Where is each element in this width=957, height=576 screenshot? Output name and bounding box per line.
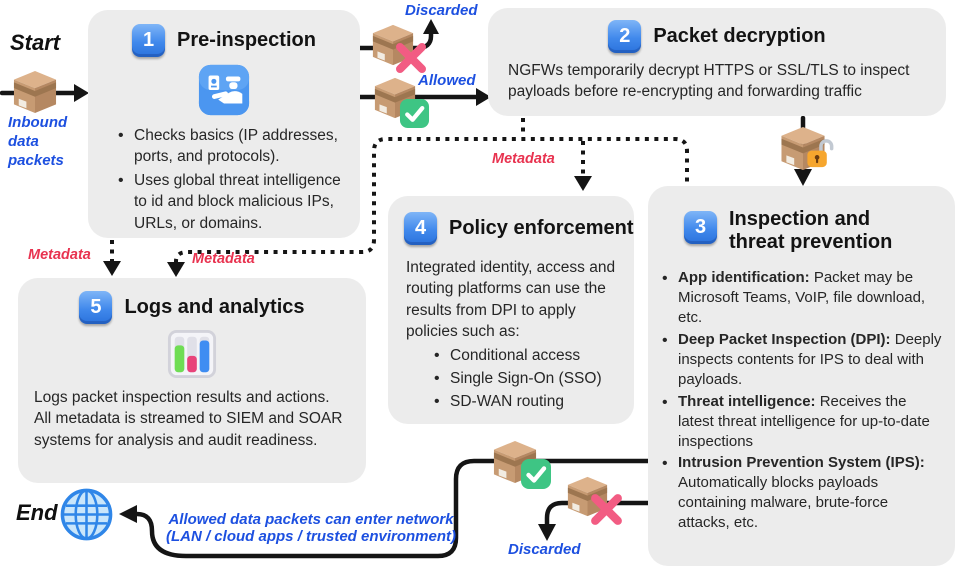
keycap-4-icon: 4: [404, 212, 437, 245]
box1-bullets: Checks basics (IP addresses, ports, and …: [118, 125, 346, 234]
keycap-5-icon: 5: [79, 291, 113, 324]
metadata-left-label: Metadata: [28, 247, 91, 263]
box4-sub-bullet: SD-WAN routing: [434, 391, 624, 413]
inbound-parcel-icon: [12, 70, 58, 119]
box2-header: 2 Packet decryption: [488, 20, 946, 53]
check-mark-icon: [399, 98, 430, 134]
discarded-top-label: Discarded: [405, 2, 478, 19]
box3-bullet: Deep Packet Inspection (DPI): Deeply ins…: [662, 330, 943, 390]
box2-title: Packet decryption: [653, 25, 826, 47]
metadata-right-label: Metadata: [492, 151, 555, 167]
box4-body: Integrated identity, access and routing …: [406, 259, 616, 341]
keycap-1-icon: 1: [132, 24, 166, 57]
box-pre-inspection: 1 Pre-inspection Checks basics (IP addre…: [88, 10, 360, 238]
box5-body: Logs packet inspection results and actio…: [34, 389, 343, 449]
start-label: Start: [10, 30, 61, 55]
box3-bullet: Threat intelligence: Receives the latest…: [662, 392, 943, 452]
globe-icon: [59, 487, 114, 547]
box1-bullet: Checks basics (IP addresses, ports, and …: [118, 125, 346, 168]
cross-mark-bottom-icon: [588, 491, 625, 533]
end-caption-line1: Allowed data packets can enter network: [168, 511, 454, 528]
box3-bullet: App identification: Packet may be Micros…: [662, 268, 943, 328]
bullet-text: Packet may be Microsoft Teams, VoIP, fil…: [678, 269, 926, 326]
box-packet-decryption: 2 Packet decryption NGFWs temporarily de…: [488, 8, 946, 116]
box3-bullets: App identification: Packet may be Micros…: [662, 268, 943, 533]
end-caption: Allowed data packets can enter network (…: [165, 511, 457, 545]
box1-title: Pre-inspection: [177, 29, 316, 51]
box5-title: Logs and analytics: [124, 296, 305, 318]
cross-mark-icon: [393, 40, 429, 81]
end-label: End: [16, 500, 58, 525]
box1-header: 1 Pre-inspection: [88, 24, 360, 57]
bullet-bold: App identification:: [678, 269, 810, 286]
inbound-caption: Inbound data packets: [8, 114, 68, 170]
box2-body: NGFWs temporarily decrypt HTTPS or SSL/T…: [508, 62, 910, 101]
customs-officer-icon: [198, 64, 250, 116]
box4-header: 4 Policy enforcement: [404, 212, 634, 245]
box4-sub-bullet: Single Sign-On (SSO): [434, 368, 624, 390]
box1-bullet: Uses global threat intelligence to id an…: [118, 170, 346, 234]
discarded-bottom-label: Discarded: [508, 541, 581, 558]
bar-chart-icon: [167, 329, 217, 379]
box-inspection-threat-prevention: 3 Inspection and threat prevention App i…: [648, 186, 955, 566]
bullet-bold: Intrusion Prevention System (IPS):: [678, 454, 925, 472]
keycap-2-icon: 2: [608, 20, 642, 53]
bullet-text: Automatically blocks payloads containing…: [678, 474, 889, 532]
allowed-top-label: Allowed: [418, 72, 476, 89]
bullet-bold: Deep Packet Inspection (DPI):: [678, 330, 891, 348]
box4-title: Policy enforcement: [449, 217, 634, 239]
end-caption-line2: (LAN / cloud apps / trusted environment): [165, 528, 457, 545]
box4-sub-bullets: Conditional access Single Sign-On (SSO) …: [434, 345, 624, 414]
box-policy-enforcement: 4 Policy enforcement Integrated identity…: [388, 196, 634, 424]
check-mark-bottom-icon: [520, 458, 552, 495]
box3-bullet: Intrusion Prevention System (IPS): Autom…: [662, 453, 943, 533]
metadata-mid-label: Metadata: [192, 251, 255, 267]
open-lock-icon: [805, 137, 835, 175]
keycap-3-icon: 3: [684, 211, 717, 244]
box3-title: Inspection and threat prevention: [729, 208, 893, 253]
box5-header: 5 Logs and analytics: [18, 291, 366, 324]
box1-icon-row: [88, 63, 360, 117]
bullet-text: Receives the latest threat intelligence …: [678, 392, 930, 450]
bullet-text: Deeply inspects contents for IPS to deal…: [678, 330, 942, 388]
box3-header: 3 Inspection and threat prevention: [684, 208, 955, 254]
box4-sub-bullet: Conditional access: [434, 345, 624, 367]
bullet-bold: Threat intelligence:: [678, 392, 816, 410]
box5-icon-row: [18, 329, 366, 379]
box-logs-analytics: 5 Logs and analytics Logs packet inspect…: [18, 278, 366, 483]
